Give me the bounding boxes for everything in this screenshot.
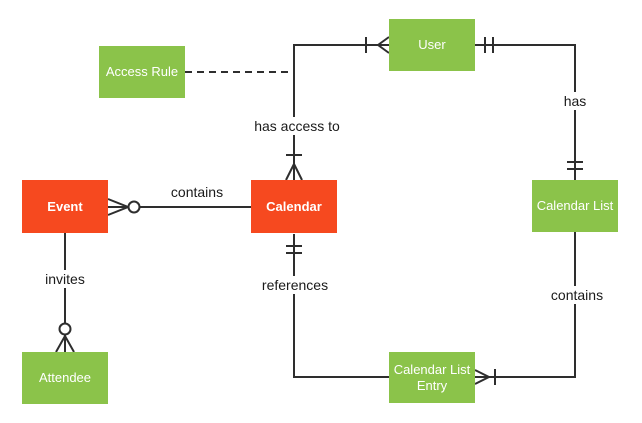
double-tick-calendar-bottom xyxy=(286,245,302,254)
entity-label: Calendar List xyxy=(536,198,614,213)
entity-label-line2: Entry xyxy=(416,377,448,393)
edge-event-attendee xyxy=(55,233,75,353)
edge-label-has-access-to: has access to xyxy=(250,117,344,135)
entity-calendar: Calendar xyxy=(251,180,337,233)
edge-user-calendar-list xyxy=(475,37,583,180)
crows-foot-entry xyxy=(474,369,490,385)
crows-foot-attendee xyxy=(55,335,75,353)
edge-label-invites: invites xyxy=(41,270,89,288)
crows-foot-calendar-top xyxy=(285,163,303,181)
double-tick-calendar-list-top xyxy=(567,161,583,170)
edge-label-references: references xyxy=(257,276,333,294)
edge-list-contains-entry xyxy=(474,232,576,385)
zero-circle-marker xyxy=(58,322,72,336)
entity-label: Calendar List Entry xyxy=(394,362,471,394)
entity-label: Event xyxy=(47,198,83,214)
entity-user: User xyxy=(389,19,475,71)
entity-label-line1: Calendar List xyxy=(393,361,471,377)
edge-event-calendar xyxy=(107,198,251,216)
edge-references xyxy=(286,234,389,378)
entity-label: Access Rule xyxy=(105,64,179,79)
edge-label-has: has xyxy=(559,92,591,110)
entity-event: Event xyxy=(22,180,108,233)
entity-label: Attendee xyxy=(38,370,92,385)
entity-access-rule: Access Rule xyxy=(99,46,185,98)
crows-foot-user xyxy=(377,36,390,54)
edge-label-contains-event: contains xyxy=(166,183,228,201)
entity-attendee: Attendee xyxy=(22,352,108,404)
double-tick-user-right xyxy=(484,37,494,53)
crows-foot-event xyxy=(107,198,129,216)
entity-calendar-list: Calendar List xyxy=(532,180,618,232)
zero-circle-marker xyxy=(127,200,141,214)
edge-label-contains-entries: contains xyxy=(546,286,608,304)
entity-label: User xyxy=(418,37,446,52)
entity-calendar-list-entry: Calendar List Entry xyxy=(389,352,475,403)
edge-calendar-user xyxy=(285,36,390,181)
entity-label: Calendar xyxy=(266,198,322,214)
